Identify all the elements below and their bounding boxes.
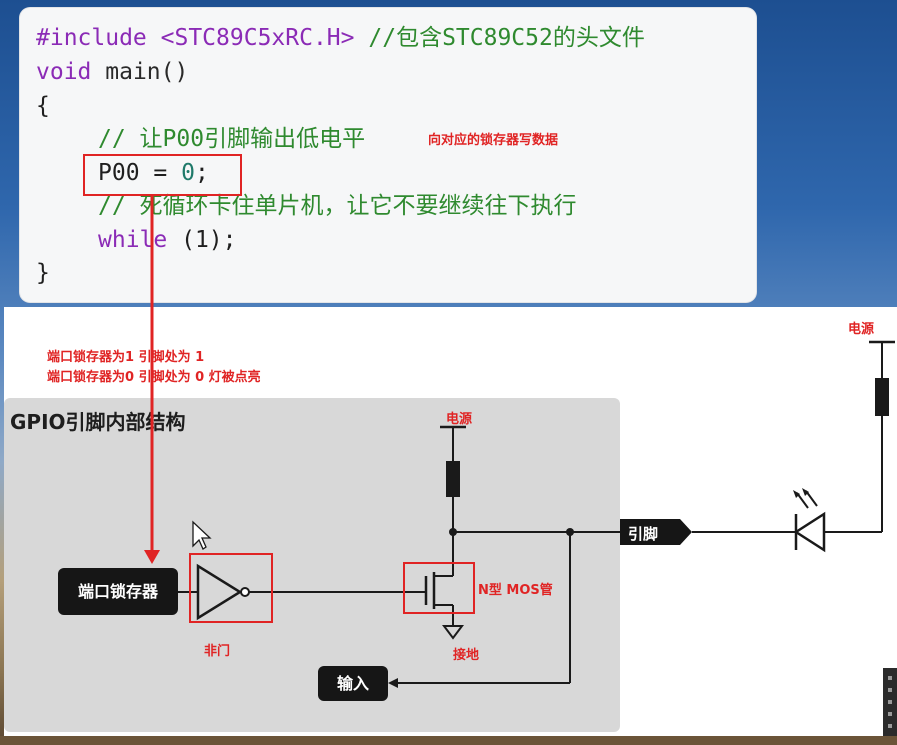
side-toolbar-strip xyxy=(883,668,897,740)
code-line-while: while (1); xyxy=(98,224,237,257)
while-rest: (1); xyxy=(167,227,237,253)
assign-end: ; xyxy=(194,160,209,186)
ground-label: 接地 xyxy=(453,648,480,663)
code-line-close-brace: } xyxy=(36,260,50,286)
not-gate-label: 非门 xyxy=(204,644,231,659)
led-ray-arrow-2 xyxy=(802,488,809,496)
code-line-main: void main() xyxy=(36,56,188,89)
include-comment: //包含STC89C52的头文件 xyxy=(368,25,645,51)
while-keyword: while xyxy=(98,227,168,253)
code-card: #include <STC89C5xRC.H> //包含STC89C52的头文件… xyxy=(20,8,756,302)
strip-dot xyxy=(888,676,892,680)
red-arrow-head-icon xyxy=(144,550,160,564)
led-ray-2 xyxy=(805,490,818,507)
gpio-title: GPIO引脚内部结构 xyxy=(10,410,186,434)
not-gate-icon xyxy=(196,563,243,621)
resistor-inner xyxy=(446,461,460,497)
strip-dot xyxy=(888,700,892,704)
power-label-inner: 电源 xyxy=(446,412,473,427)
strip-dot xyxy=(888,712,892,716)
assign-lhs: P00 xyxy=(98,160,140,186)
code-line-comment-loop: // 死循环卡住单片机，让它不要继续往下执行 xyxy=(98,193,577,219)
mouse-cursor-icon xyxy=(192,520,212,550)
assign-highlight-box xyxy=(83,154,242,196)
code-line-comment-low: // 让P00引脚输出低电平 xyxy=(98,126,366,152)
code-line-include: #include <STC89C5xRC.H> //包含STC89C52的头文件 xyxy=(36,22,645,55)
ground-icon xyxy=(442,625,464,640)
strip-dot xyxy=(888,688,892,692)
include-file: <STC89C5xRC.H> xyxy=(160,25,355,51)
led-ray-1 xyxy=(796,492,809,509)
port-latch-block: 端口锁存器 xyxy=(58,568,178,615)
include-keyword: #include xyxy=(36,25,147,51)
input-block: 输入 xyxy=(318,666,388,701)
assign-op: = xyxy=(139,160,182,186)
annotation-latch-1: 端口锁存器为1 引脚处为 1 xyxy=(47,350,205,365)
pin-label: 引脚 xyxy=(628,525,659,543)
main-signature: main() xyxy=(105,59,189,85)
void-keyword: void xyxy=(36,59,92,85)
power-label-outer: 电源 xyxy=(848,322,875,337)
led-ray-arrow-1 xyxy=(793,490,800,498)
mos-label: N型 MOS管 xyxy=(478,583,553,598)
strip-dot xyxy=(888,724,892,728)
assign-value: 0 xyxy=(181,160,195,186)
input-arrow-icon xyxy=(388,678,398,688)
led-icon xyxy=(793,511,826,553)
code-line-assign: P00 = 0; xyxy=(98,157,209,190)
not-gate-highlight-box xyxy=(189,553,273,623)
gpio-panel xyxy=(4,398,620,732)
latch-write-note: 向对应的锁存器写数据 xyxy=(428,133,559,148)
pin-tag-shape xyxy=(620,519,692,545)
mos-highlight-box xyxy=(403,562,475,614)
annotation-latch-0: 端口锁存器为0 引脚处为 0 灯被点亮 xyxy=(47,370,261,385)
resistor-outer xyxy=(875,378,889,416)
background-bottom-strip xyxy=(0,736,897,745)
code-line-open-brace: { xyxy=(36,93,50,119)
